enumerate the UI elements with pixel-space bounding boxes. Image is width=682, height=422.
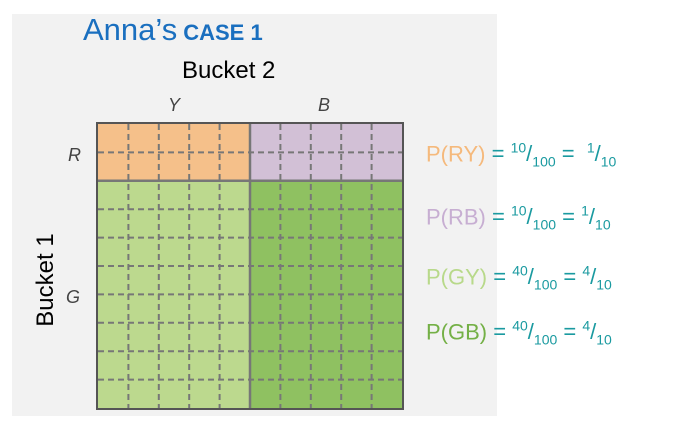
prob-label: P(RY)	[426, 141, 486, 167]
probability-gy: P(GY) = 40/100 = 4/10	[426, 263, 612, 293]
prob-numerator: 40	[512, 318, 528, 334]
prob-label: P(RB)	[426, 204, 486, 230]
prob-denominator: 100	[532, 153, 556, 170]
prob-denominator-simplified: 10	[595, 216, 611, 233]
prob-label: P(GY)	[426, 264, 488, 290]
prob-numerator: 40	[512, 263, 528, 279]
prob-numerator-simplified: 4	[582, 318, 591, 334]
probability-area-grid	[96, 122, 404, 410]
prob-numerator: 10	[510, 203, 527, 219]
prob-numerator-simplified: 1	[586, 140, 595, 156]
row-label-g: G	[66, 287, 81, 307]
prob-numerator: 10	[510, 140, 527, 156]
column-label-y: Y	[168, 95, 181, 115]
probability-gb: P(GB) = 40/100 = 4/10	[426, 318, 612, 348]
prob-denominator: 100	[533, 331, 558, 348]
bucket-2-label: Bucket 2	[182, 57, 276, 84]
prob-denominator-simplified: 10	[596, 276, 612, 293]
title-name: Anna’s	[83, 12, 178, 47]
title-case: CASE 1	[183, 20, 263, 45]
prob-numerator-simplified: 1	[581, 203, 589, 219]
probability-ry: P(RY) = 10/100 = 1/10	[426, 140, 617, 170]
prob-denominator-simplified: 10	[596, 331, 612, 348]
prob-denominator-simplified: 10	[600, 153, 617, 170]
probability-rb: P(RB) = 10/100 = 1/10	[426, 203, 611, 233]
prob-label: P(GB)	[426, 319, 488, 345]
cell-red-blue	[250, 124, 402, 181]
bucket-1-label: Bucket 1	[32, 233, 59, 327]
column-label-b: B	[318, 95, 331, 115]
cell-green-blue	[250, 180, 402, 408]
prob-numerator-simplified: 4	[582, 263, 591, 279]
prob-denominator: 100	[532, 216, 557, 233]
row-label-r: R	[68, 145, 81, 165]
prob-denominator: 100	[533, 276, 558, 293]
grid-lines	[98, 124, 402, 408]
